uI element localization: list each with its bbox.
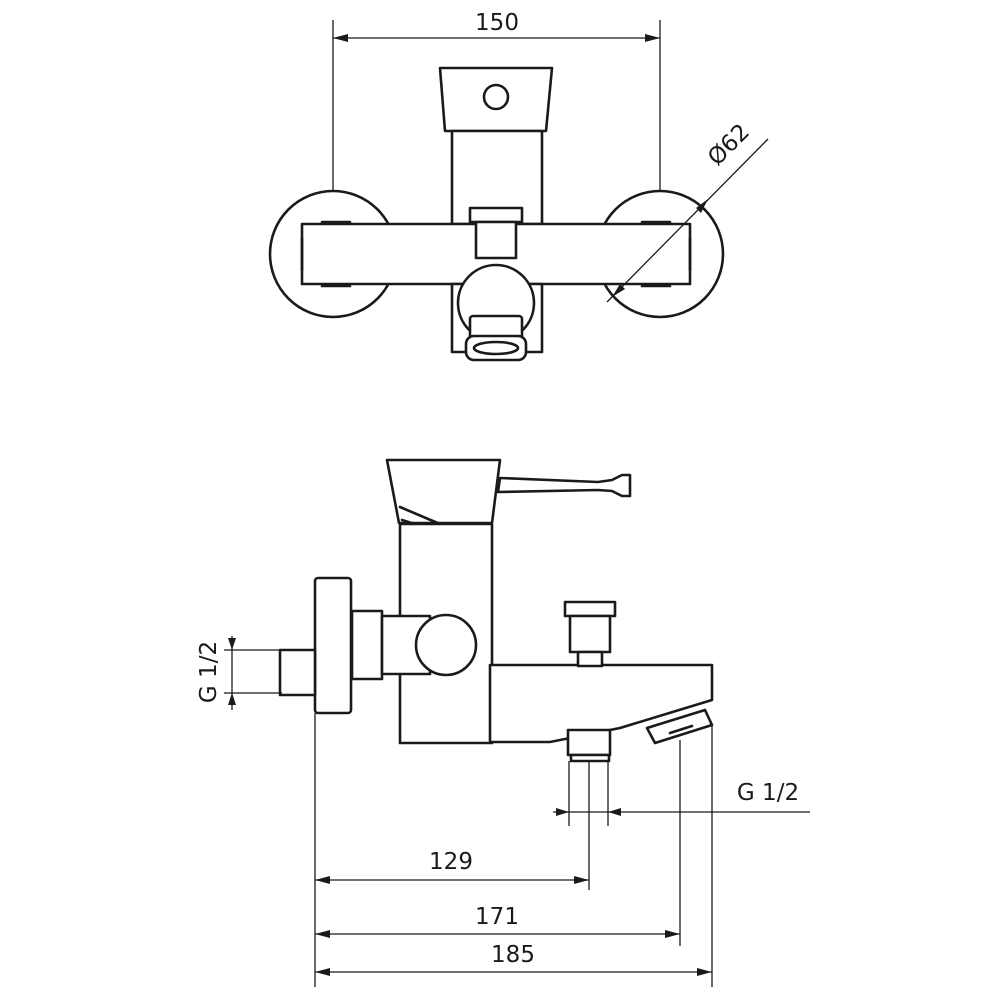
lever-arm — [496, 473, 632, 498]
side-knob — [414, 613, 478, 677]
dim-171-label: 171 — [475, 904, 519, 930]
diverter-knob-top — [468, 206, 524, 224]
dim-width-label: 150 — [475, 10, 519, 36]
lever-handle-top — [438, 66, 554, 133]
side-view: G 1/2 G 1/2 129 171 185 — [196, 458, 810, 987]
eccentric-nut — [350, 609, 384, 681]
rosette-side — [313, 576, 353, 715]
aerator-ring — [464, 334, 528, 362]
dim-diameter-label: Ø62 — [703, 119, 755, 171]
lever-hole — [482, 83, 510, 111]
dim-129-label: 129 — [429, 849, 473, 875]
diverter-base-side — [576, 650, 604, 668]
outlet-nut — [566, 728, 612, 757]
dim-185-label: 185 — [491, 942, 535, 968]
top-view: 150 Ø62 — [268, 10, 769, 362]
spout-body-side — [488, 663, 714, 744]
outlet-thread — [569, 753, 611, 763]
diverter-stem-top — [474, 220, 518, 260]
inlet-connector — [278, 648, 317, 697]
diverter-stem-side — [568, 614, 612, 654]
dim-inlet-thread-label: G 1/2 — [196, 641, 222, 703]
diverter-knob-side — [563, 600, 617, 618]
dim-outlet-thread-label: G 1/2 — [737, 780, 799, 806]
lever-handle-side — [385, 458, 502, 525]
